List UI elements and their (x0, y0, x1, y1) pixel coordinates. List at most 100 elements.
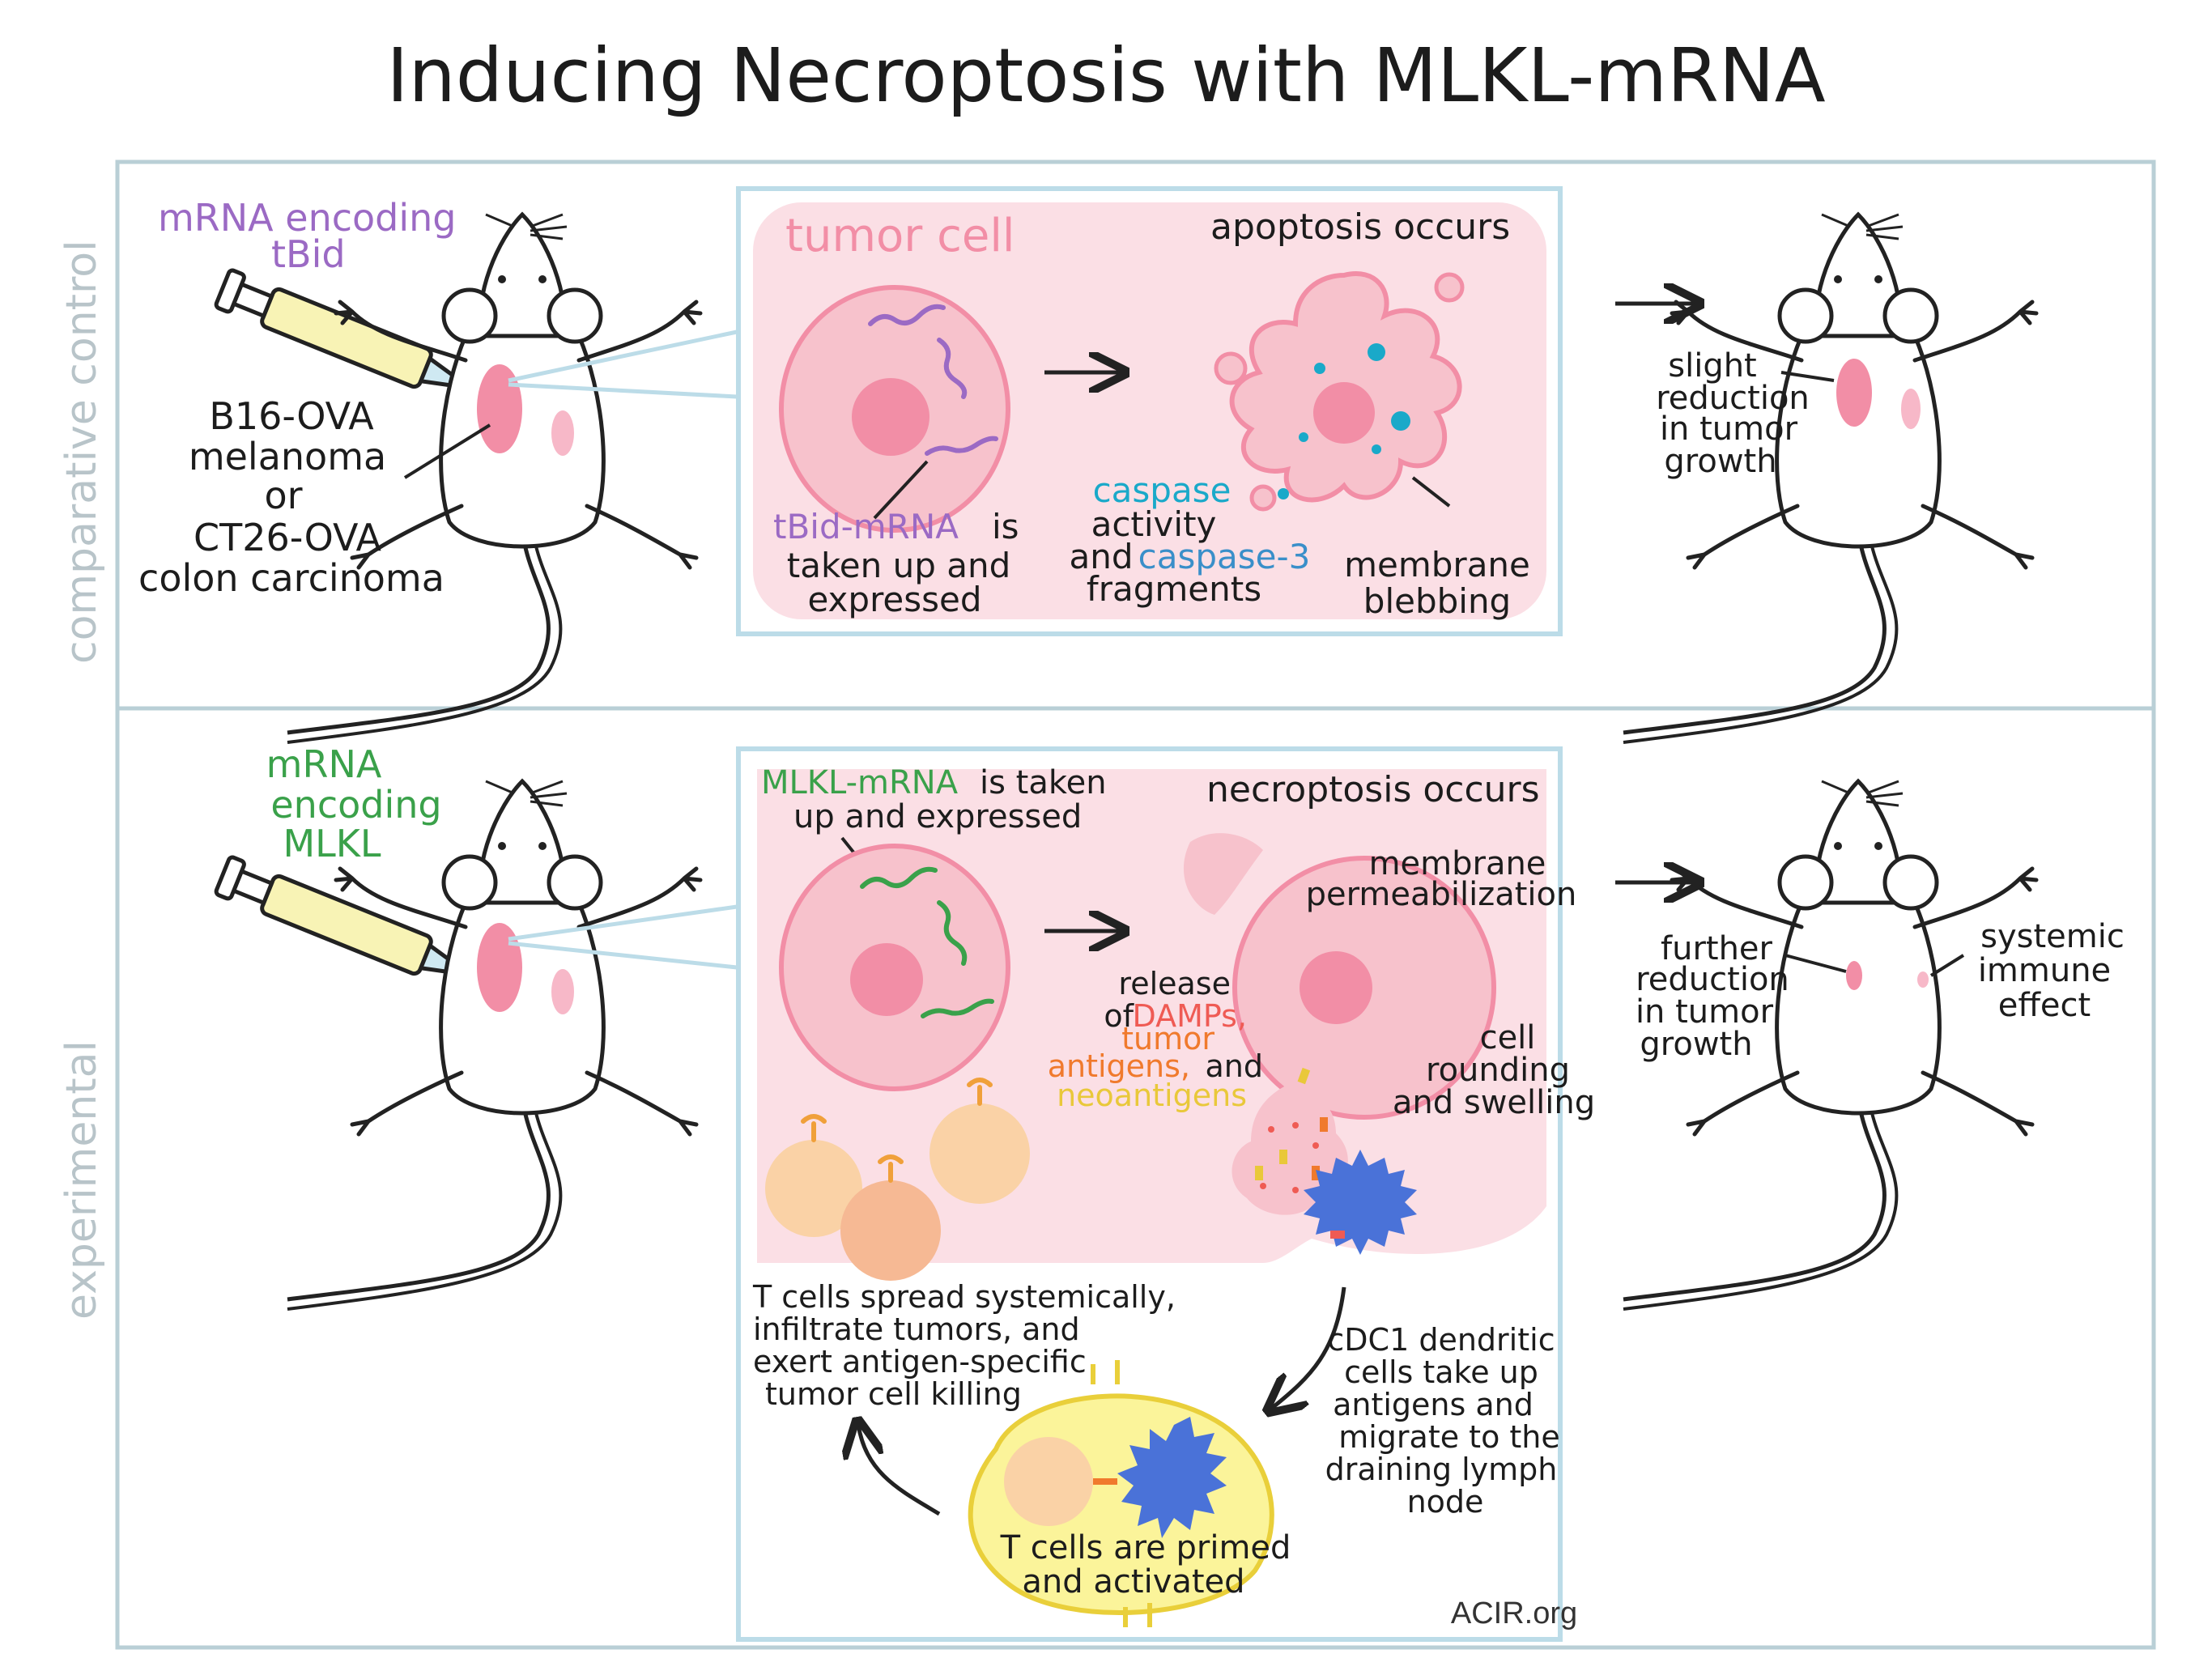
control-outcome-pointer (1780, 371, 1835, 382)
dc-line-4: migrate to the (1338, 1419, 1560, 1455)
experimental-side-label: experimental (57, 1040, 106, 1320)
tcell-spread-line-3: exert antigen-specific (753, 1344, 1087, 1380)
control-outcome-line-1: slight (1668, 347, 1757, 385)
tcell-spread-line-4: tumor cell killing (765, 1376, 1022, 1412)
primed-line-2: and activated (1022, 1563, 1244, 1601)
control-mouse (287, 215, 700, 742)
dc-line-3: antigens and (1333, 1387, 1534, 1422)
t-cell-3 (840, 1180, 941, 1281)
caspase-line-3-prefix: and (1069, 537, 1133, 576)
tcell-spread-line-2: infiltrate tumors, and (753, 1312, 1080, 1347)
exp-outcome-line-2: reduction (1636, 961, 1789, 998)
control-zoom-lines (508, 329, 738, 399)
dc-line-2: cells take up (1344, 1354, 1538, 1390)
exp-outcome-pointer (1784, 954, 1847, 973)
tcell-return-arrow (858, 1425, 941, 1516)
tbid-uptake-text: tBid-mRNA is taken up and expressed (773, 507, 1019, 619)
membrane-line-2: permeabilization (1306, 876, 1577, 913)
exp-zoom-lines (508, 904, 738, 970)
control-outcome-text: slight reduction in tumor growth (1656, 347, 1810, 480)
damp-particles (1255, 1067, 1328, 1193)
tumor-model-line-4: CT26-OVA (194, 516, 382, 559)
control-outcome-tumor-small (1901, 389, 1921, 429)
tbid-mrna-strand-3 (925, 436, 998, 456)
control-tumor-models: B16-OVA melanoma or CT26-OVA colon carci… (138, 394, 445, 600)
control-nucleus (852, 378, 929, 456)
exp-nucleus (850, 943, 923, 1016)
tbid-uptake-line-3: expressed (807, 580, 981, 619)
caspase-line-3-colored: caspase-3 (1138, 537, 1311, 576)
release-text: release of DAMPs, tumor antigens, and ne… (1048, 966, 1263, 1113)
exp-outcome-line-3: in tumor (1636, 993, 1774, 1031)
release-antigens: antigens, (1048, 1048, 1190, 1084)
control-injection-line-2: tBid (271, 232, 346, 276)
bleb-2 (1249, 484, 1277, 512)
control-injection-line-1: mRNA encoding (158, 196, 457, 240)
apoptotic-nucleus (1313, 382, 1375, 444)
control-injection-label: mRNA encoding tBid (158, 196, 457, 276)
bleb-3 (1434, 272, 1465, 303)
mlkl-uptake-text: MLKL-mRNA is taken up and expressed (761, 764, 1107, 835)
control-outcome-line-2: reduction (1656, 380, 1810, 417)
tumor-t-cells (765, 1078, 1030, 1281)
release-tumor: tumor (1121, 1021, 1214, 1056)
tbid-mrna-strand-2 (937, 338, 968, 399)
systemic-line-1: systemic (1980, 918, 2125, 955)
control-tumor-pointer (403, 423, 491, 479)
tcell-spread-text: T cells spread systemically, infiltrate … (752, 1279, 1176, 1412)
membrane-line-1: membrane (1369, 845, 1546, 882)
necroptosis-label: necroptosis occurs (1206, 769, 1540, 810)
exp-outcome-tumor (1846, 961, 1862, 990)
caspase-text: caspase activity and caspase-3 fragments (1069, 470, 1310, 609)
tcell-spread-line-1: T cells spread systemically, (752, 1279, 1176, 1315)
mlkl-uptake-line-2: up and expressed (793, 798, 1082, 835)
caspase-line-4: fragments (1087, 569, 1261, 609)
exp-injection-line-1: mRNA (266, 742, 382, 786)
mlkl-mrna-strand-1 (860, 866, 938, 889)
tumor-model-line-1: B16-OVA (209, 394, 374, 438)
lymph-t-cell (1004, 1437, 1093, 1526)
dc-text: cDC1 dendritic cells take up antigens an… (1325, 1322, 1560, 1520)
caspase-word: caspase (1093, 470, 1231, 510)
blebbing-text: membrane blebbing (1344, 545, 1530, 621)
systemic-text: systemic immune effect (1978, 918, 2125, 1024)
release-and: and (1206, 1048, 1264, 1084)
release-neoantigens: neoantigens (1057, 1078, 1247, 1113)
control-tumor-small (551, 410, 574, 456)
rounding-line-1: cell (1480, 1019, 1536, 1056)
exp-outcome-line-4: growth (1640, 1026, 1752, 1063)
systemic-line-2: immune (1978, 952, 2111, 989)
rounding-line-3: and swelling (1393, 1084, 1595, 1121)
blebbing-line-1: membrane (1344, 545, 1530, 585)
release-line-1: release (1118, 966, 1231, 1001)
experimental-panel-frame (115, 706, 2156, 1650)
mlkl-mrna-strand-3 (921, 998, 994, 1018)
acir-credit: ACIR.org (1451, 1596, 1577, 1630)
dc-line-6: node (1407, 1484, 1484, 1520)
tumor-model-line-3: or (264, 474, 302, 517)
membrane-perm-text: membrane permeabilization (1306, 845, 1577, 913)
mlkl-mrna-label: MLKL-mRNA (761, 764, 959, 801)
exp-outcome-line-1: further (1661, 930, 1773, 967)
lymph-dendritic-cell (1117, 1417, 1227, 1538)
t-cell-2 (929, 1103, 1030, 1204)
tbid-is-label: is (992, 507, 1019, 546)
mlkl-mrna-strand-2 (937, 900, 968, 966)
exp-injection-line-2: encoding (270, 783, 441, 827)
dc-line-5: draining lymph (1325, 1452, 1558, 1487)
caspase-fragments (1278, 343, 1410, 500)
release-of: of (1104, 998, 1134, 1034)
bleb-pointer (1411, 476, 1451, 508)
tbid-uptake-line-2: taken up and (787, 546, 1011, 585)
tbid-mrna-label: tBid-mRNA (773, 507, 959, 546)
caspase-line-2: activity (1091, 504, 1217, 544)
tumor-model-line-5: colon carcinoma (138, 556, 445, 600)
membrane-leak-cloud (1183, 833, 1263, 915)
lymph-node (968, 1360, 1274, 1627)
control-outcome-line-3: in tumor (1660, 410, 1798, 448)
exp-outcome-text: further reduction in tumor growth (1636, 930, 1789, 1063)
blebbing-line-2: blebbing (1363, 581, 1511, 621)
dc-migration-arrow (1271, 1286, 1346, 1409)
release-damps: DAMPs, (1133, 998, 1248, 1034)
